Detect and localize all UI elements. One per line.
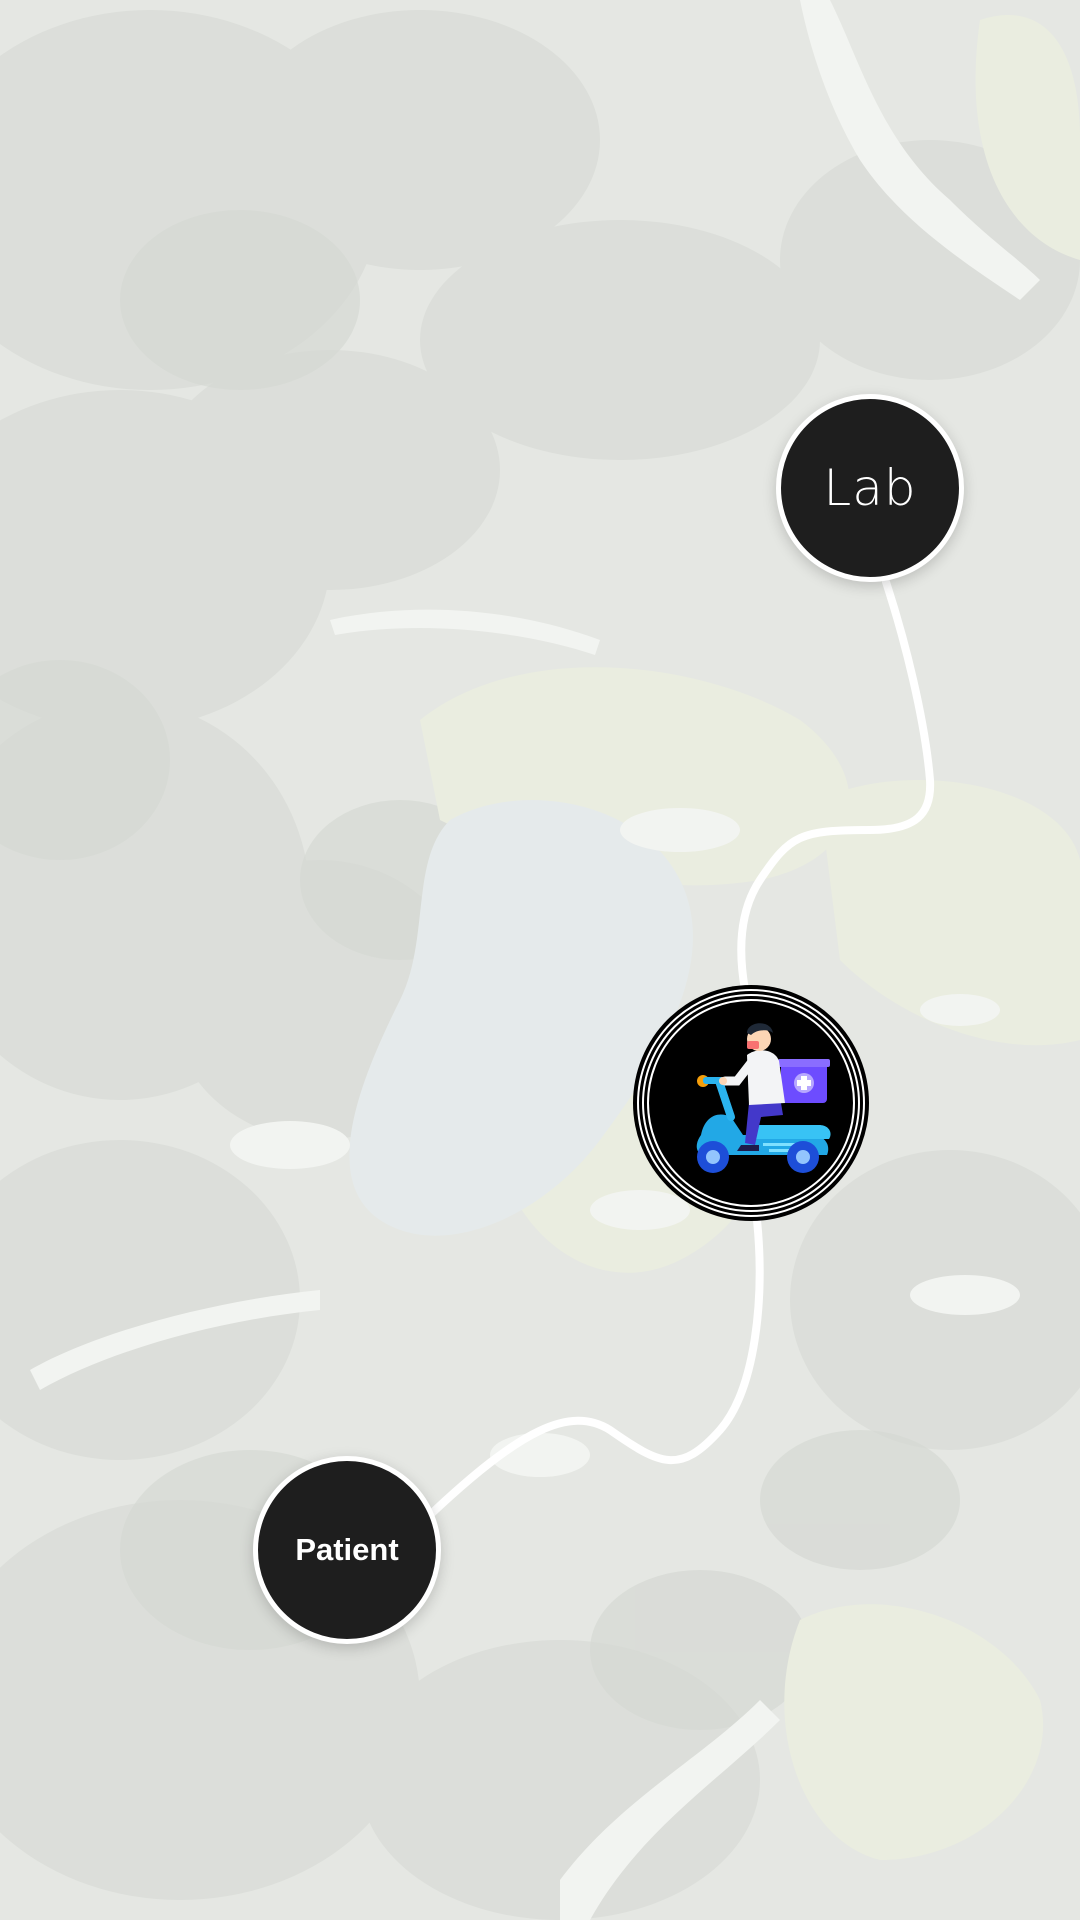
- courier-marker[interactable]: [633, 985, 869, 1221]
- patient-marker[interactable]: Patient: [253, 1456, 441, 1644]
- lab-marker[interactable]: Lab: [776, 394, 964, 582]
- delivery-scooter-rider-icon: [635, 987, 867, 1219]
- patient-label: Patient: [295, 1532, 399, 1567]
- lab-label: Lab: [823, 459, 917, 517]
